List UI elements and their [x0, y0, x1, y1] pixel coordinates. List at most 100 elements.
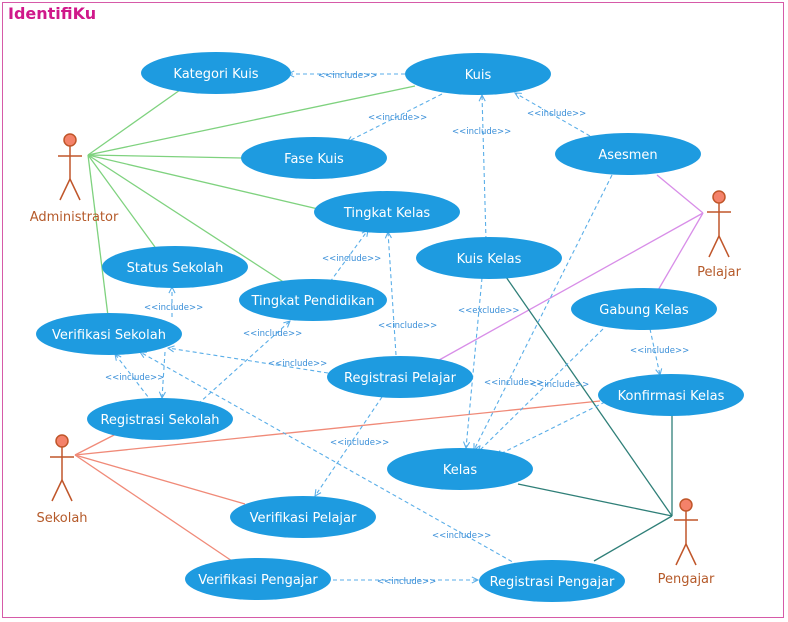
assoc-admin-kuis — [87, 85, 416, 156]
rel-tingkat-pendidikan-tingkat-kelas — [329, 230, 368, 283]
usecase-verifikasi-pengajar[interactable]: Verifikasi Pengajar — [185, 558, 331, 600]
usecase-registrasi-pengajar[interactable]: Registrasi Pengajar — [479, 560, 625, 602]
dependency-relations — [115, 74, 660, 580]
rel-registrasi-sekolah-registrasi-sekolah — [162, 351, 165, 398]
usecase-kelas[interactable]: Kelas — [387, 448, 533, 490]
usecase-gabung-kelas[interactable]: Gabung Kelas — [571, 288, 717, 330]
actor-pengajar-head — [679, 498, 693, 512]
usecase-status-sekolah-label: Status Sekolah — [127, 261, 224, 276]
usecase-gabung-kelas-label: Gabung Kelas — [599, 303, 689, 318]
label-include-16: <<include>> — [377, 577, 436, 587]
rel-asesmen-kelas — [474, 174, 613, 450]
actor-pelajar-head — [712, 190, 726, 204]
usecase-registrasi-pengajar-label: Registrasi Pengajar — [490, 575, 615, 590]
actor-pengajar-label: Pengajar — [658, 572, 715, 587]
rel-registrasi-pengajar-verifikasi-sekolah — [140, 352, 519, 566]
usecase-tingkat-kelas-label: Tingkat Kelas — [343, 206, 431, 221]
usecase-registrasi-sekolah-label: Registrasi Sekolah — [100, 413, 219, 428]
usecase-verifikasi-pengajar-label: Verifikasi Pengajar — [198, 573, 318, 588]
usecase-verifikasi-pelajar[interactable]: Verifikasi Pelajar — [230, 496, 376, 538]
use-cases: Kategori Kuis Kuis Fase Kuis Asesmen Tin… — [36, 52, 744, 602]
actor-administrator-head — [63, 133, 77, 147]
usecase-verifikasi-sekolah[interactable]: Verifikasi Sekolah — [36, 313, 182, 355]
rel-registrasi-pelajar-verifikasi-sekolah — [168, 348, 329, 374]
usecase-kuis-label: Kuis — [465, 68, 492, 83]
actor-pelajar[interactable] — [707, 190, 731, 258]
usecase-kuis-kelas-label: Kuis Kelas — [457, 252, 522, 267]
label-include-6: <<include>> — [144, 303, 203, 313]
label-include-1: <<include>> — [318, 71, 377, 81]
pelajar-associations — [431, 174, 704, 365]
usecase-fase-kuis-label: Fase Kuis — [284, 152, 344, 167]
assoc-admin-fase-kuis — [87, 154, 243, 159]
rel-registrasi-pelajar-tingkat-kelas — [388, 232, 397, 356]
label-include-5: <<include>> — [322, 254, 381, 264]
rel-registrasi-pelajar-verifikasi-pelajar — [315, 396, 383, 496]
label-include-2: <<include>> — [368, 113, 427, 123]
usecase-fase-kuis[interactable]: Fase Kuis — [241, 137, 387, 179]
rel-kuis-fase-kuis — [347, 93, 443, 142]
usecase-status-sekolah[interactable]: Status Sekolah — [102, 246, 248, 288]
label-include-9: <<include>> — [630, 346, 689, 356]
actor-sekolah-head — [55, 434, 69, 448]
diagram-title: IdentifiKu — [8, 4, 97, 23]
rel-gabung-kelas-kelas — [478, 328, 604, 452]
assoc-sekolah-verifikasi-pengajar — [74, 454, 233, 562]
usecase-registrasi-pelajar-label: Registrasi Pelajar — [344, 371, 457, 386]
assoc-admin-status-sekolah — [87, 154, 156, 248]
label-include-11: <<include>> — [105, 373, 164, 383]
assoc-pelajar-registrasi-pelajar — [431, 212, 704, 365]
relation-labels: <<include>> <<include>> <<include>> <<in… — [105, 71, 689, 587]
assoc-admin-verifikasi-sekolah — [87, 154, 109, 317]
sekolah-associations — [74, 400, 601, 562]
assoc-pengajar-kelas — [517, 483, 673, 517]
label-include-7: <<include>> — [243, 329, 302, 339]
rel-gabung-kelas-konfirmasi-kelas — [649, 328, 660, 375]
usecase-kategori-kuis[interactable]: Kategori Kuis — [141, 52, 291, 94]
label-include-4: <<include>> — [527, 109, 586, 119]
assoc-admin-tingkat-pendidikan — [87, 154, 286, 284]
rel-registrasi-sekolah-verifikasi-sekolah — [115, 354, 153, 403]
assoc-sekolah-registrasi-sekolah — [74, 432, 119, 456]
usecase-asesmen-label: Asesmen — [598, 148, 657, 163]
assoc-sekolah-verifikasi-pelajar — [74, 454, 246, 505]
usecase-tingkat-kelas[interactable]: Tingkat Kelas — [314, 191, 460, 233]
usecase-tingkat-pendidikan[interactable]: Tingkat Pendidikan — [239, 279, 387, 321]
label-include-12: <<include>> — [484, 378, 543, 388]
usecase-kelas-label: Kelas — [443, 463, 477, 478]
usecase-kategori-kuis-label: Kategori Kuis — [173, 67, 258, 82]
label-include-13: <<include>> — [530, 380, 589, 390]
label-include-10: <<include>> — [268, 359, 327, 369]
administrator-associations — [87, 85, 416, 317]
assoc-pelajar-gabung-kelas — [656, 212, 704, 293]
label-include-15: <<include>> — [432, 531, 491, 541]
assoc-pelajar-asesmen — [656, 174, 704, 214]
assoc-pengajar-kuis-kelas — [505, 276, 673, 517]
assoc-admin-kategori-kuis — [87, 89, 181, 156]
rel-konfirmasi-kelas-kelas — [496, 401, 606, 456]
actor-sekolah[interactable] — [50, 434, 74, 502]
usecase-registrasi-sekolah[interactable]: Registrasi Sekolah — [87, 398, 233, 440]
actor-administrator-label: Administrator — [30, 210, 119, 225]
usecase-registrasi-pelajar[interactable]: Registrasi Pelajar — [327, 356, 473, 398]
usecase-tingkat-pendidikan-label: Tingkat Pendidikan — [251, 294, 375, 309]
usecase-konfirmasi-kelas[interactable]: Konfirmasi Kelas — [598, 374, 744, 416]
actor-pengajar[interactable] — [674, 498, 698, 566]
assoc-sekolah-konfirmasi-kelas — [74, 400, 601, 456]
usecase-verifikasi-pelajar-label: Verifikasi Pelajar — [250, 511, 357, 526]
usecase-kuis[interactable]: Kuis — [405, 53, 551, 95]
label-include-3: <<include>> — [452, 127, 511, 137]
usecase-verifikasi-sekolah-label: Verifikasi Sekolah — [52, 328, 166, 343]
rel-kuis-kelas-kuis — [482, 95, 487, 241]
rel-kuis-kelas-kelas — [466, 277, 483, 448]
usecase-konfirmasi-kelas-label: Konfirmasi Kelas — [618, 389, 725, 404]
rel-asesmen-kuis — [515, 93, 591, 137]
usecase-kuis-kelas[interactable]: Kuis Kelas — [416, 237, 562, 279]
assoc-pengajar-registrasi-pengajar — [593, 515, 673, 562]
usecase-asesmen[interactable]: Asesmen — [555, 133, 701, 175]
label-include-14: <<include>> — [330, 438, 389, 448]
actor-administrator[interactable] — [58, 133, 82, 201]
assoc-admin-tingkat-kelas — [87, 154, 319, 210]
